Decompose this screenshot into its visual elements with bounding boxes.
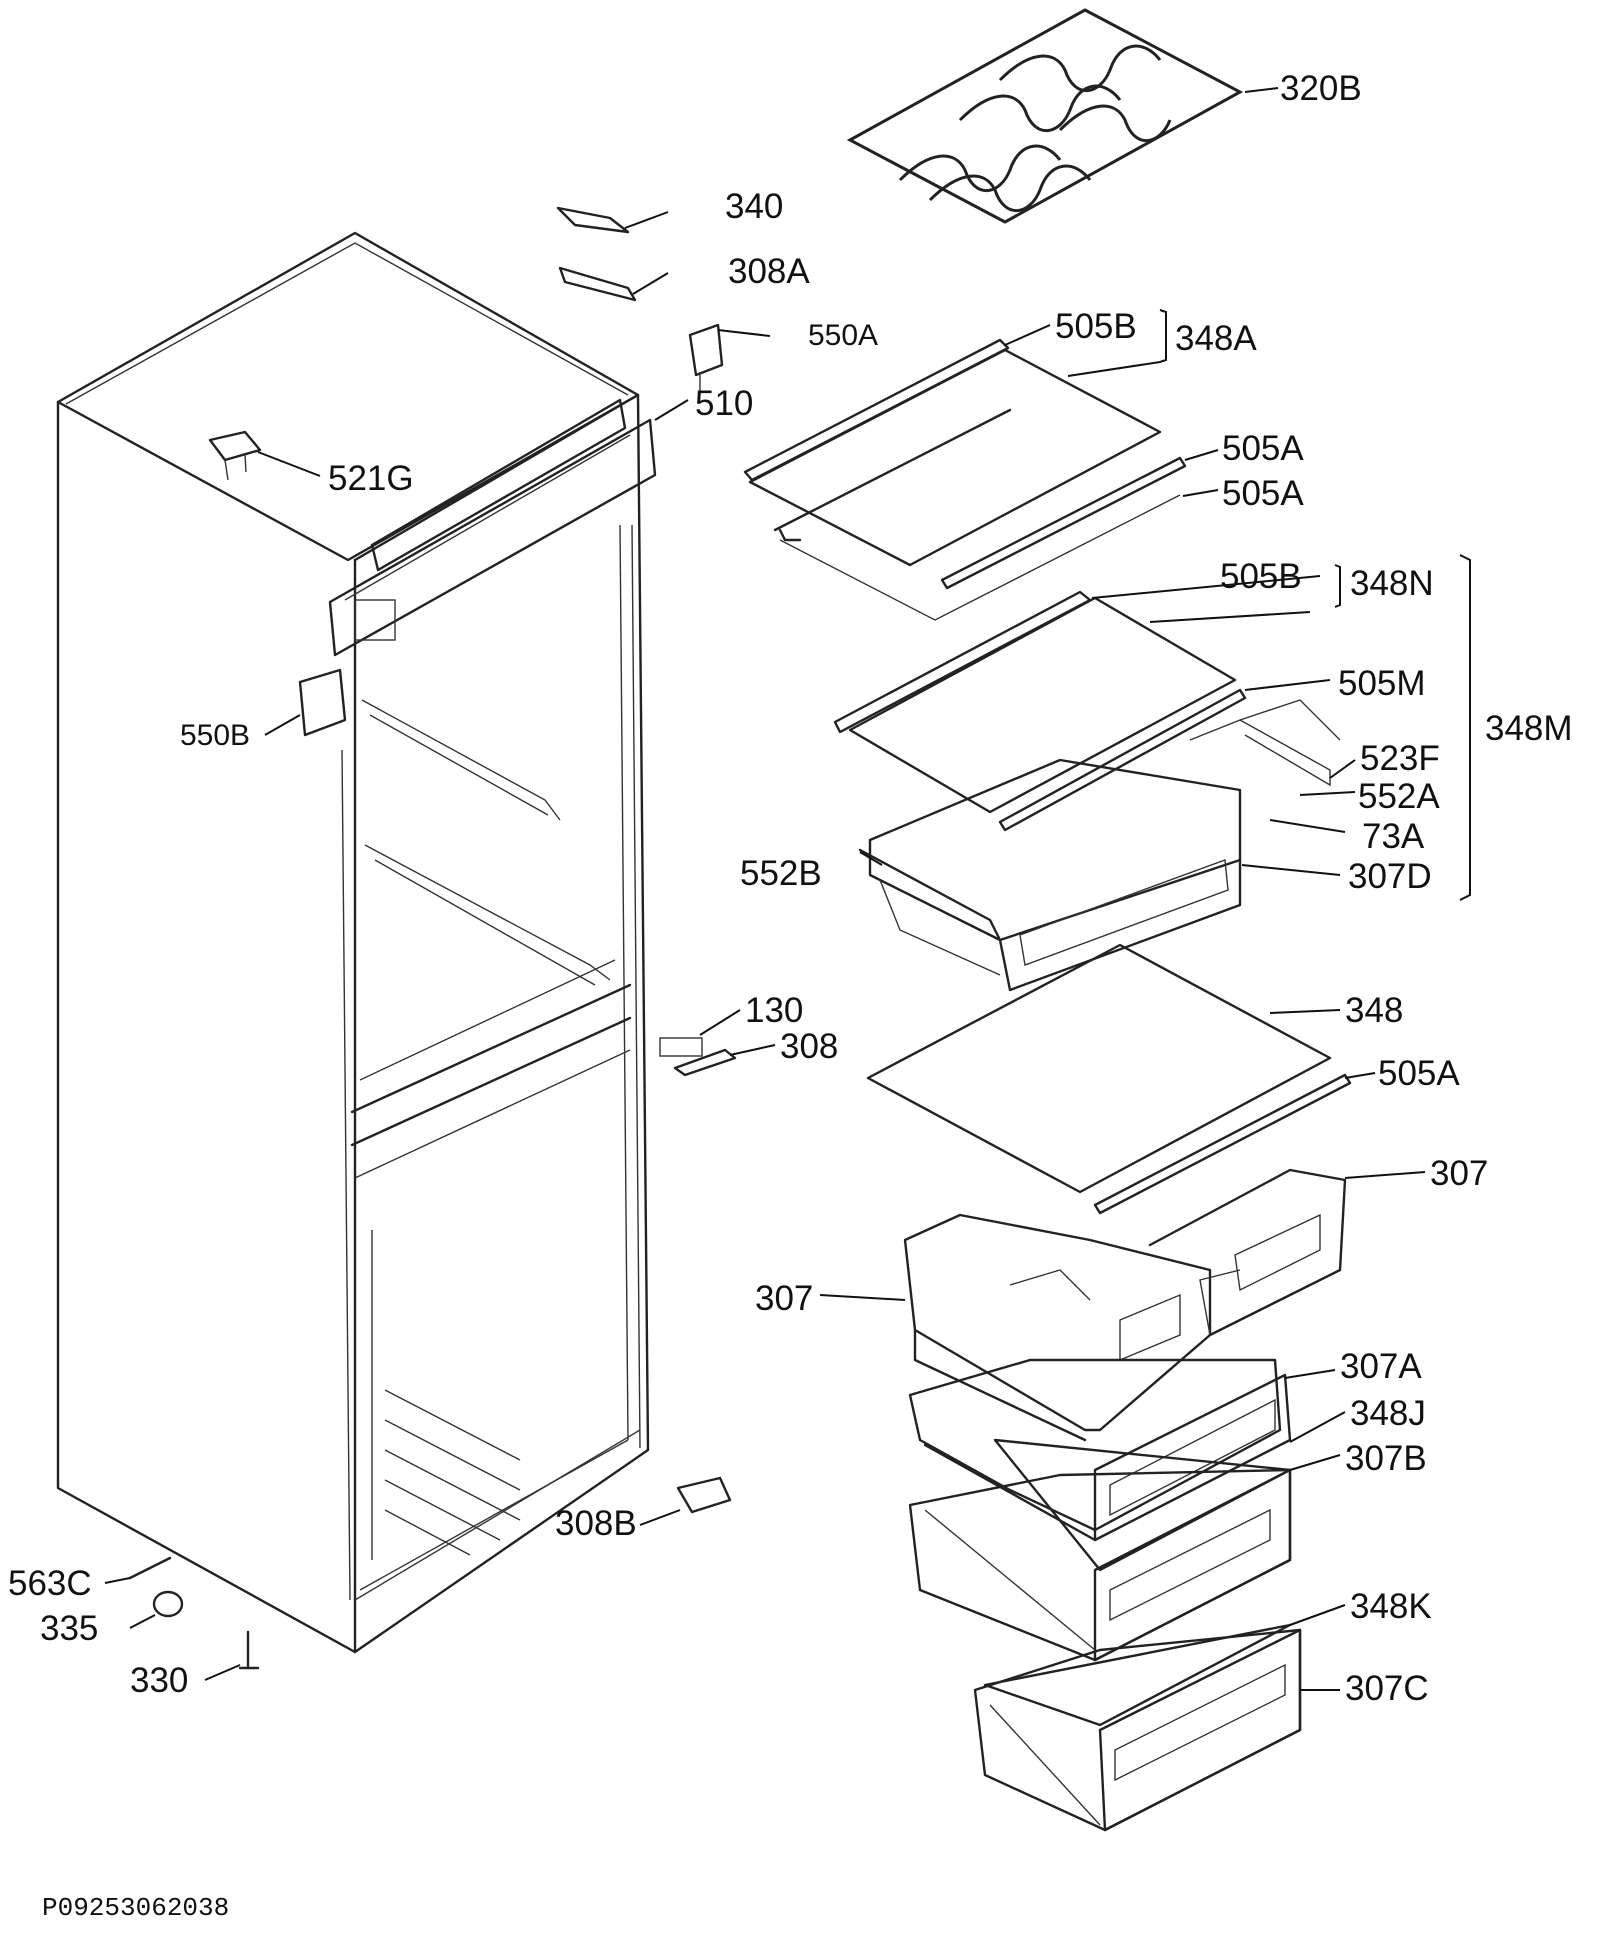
label-505A-3: 505A	[1378, 1054, 1460, 1093]
label-330: 330	[130, 1661, 188, 1700]
label-348A: 348A	[1175, 319, 1257, 358]
label-307C: 307C	[1345, 1669, 1429, 1708]
group-brackets	[1159, 309, 1471, 901]
part-labels: 320B 340 308A 550A 510 521G 550B 505B 34…	[8, 69, 1573, 1923]
wine-rack	[846, 8, 1244, 224]
label-505A-2: 505A	[1222, 474, 1304, 513]
label-308: 308	[780, 1027, 838, 1066]
label-348K: 348K	[1350, 1587, 1432, 1626]
label-552B: 552B	[740, 854, 822, 893]
label-348J: 348J	[1350, 1394, 1426, 1433]
label-307-left: 307	[755, 1279, 813, 1318]
label-320B: 320B	[1280, 69, 1362, 108]
label-521G: 521G	[328, 459, 414, 498]
leader-lines	[104, 87, 1426, 1691]
label-307A: 307A	[1340, 1347, 1422, 1386]
cabinet-small-parts	[128, 206, 737, 1670]
label-552A: 552A	[1358, 777, 1440, 816]
label-130: 130	[745, 991, 803, 1030]
bins	[903, 1168, 1347, 1832]
label-505B-mid: 505B	[1220, 557, 1302, 596]
label-550A: 550A	[808, 319, 878, 352]
label-510: 510	[695, 384, 753, 423]
label-348: 348	[1345, 991, 1403, 1030]
label-348N: 348N	[1350, 564, 1434, 603]
label-563C: 563C	[8, 1564, 92, 1603]
drawing-code: P09253062038	[42, 1893, 229, 1923]
label-335: 335	[40, 1609, 98, 1648]
label-73A: 73A	[1362, 817, 1425, 856]
glass-shelves	[743, 338, 1352, 1215]
label-505A-1: 505A	[1222, 429, 1304, 468]
label-348M: 348M	[1485, 709, 1573, 748]
label-340: 340	[725, 187, 783, 226]
label-308B: 308B	[555, 1504, 637, 1543]
label-308A: 308A	[728, 252, 810, 291]
label-307B: 307B	[1345, 1439, 1427, 1478]
label-307D: 307D	[1348, 857, 1432, 896]
fridge-cabinet	[56, 231, 657, 1654]
label-505M: 505M	[1338, 664, 1426, 703]
label-505B-top: 505B	[1055, 307, 1137, 346]
label-307-right: 307	[1430, 1154, 1488, 1193]
label-550B: 550B	[180, 719, 250, 752]
label-523F: 523F	[1360, 739, 1440, 778]
